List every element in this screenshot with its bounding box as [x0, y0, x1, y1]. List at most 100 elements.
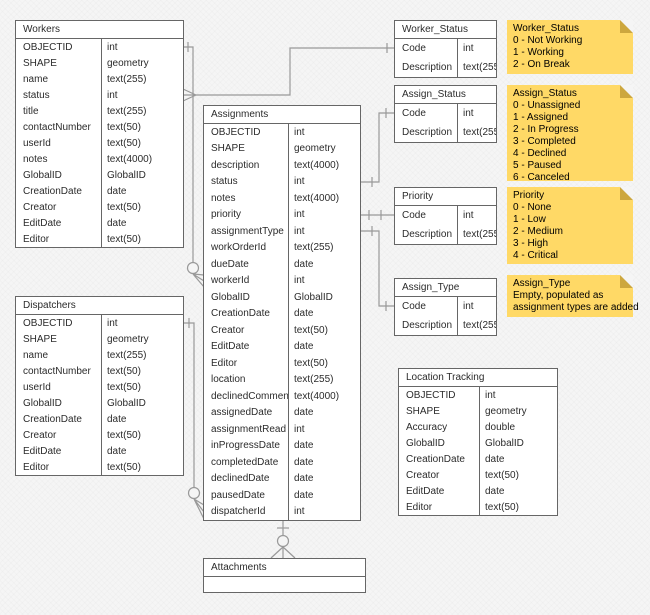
table-title: Assign_Status	[395, 86, 496, 104]
field-name: status	[23, 89, 50, 101]
field-type: int	[288, 124, 360, 141]
field-type: text(255)	[457, 225, 496, 244]
field-name: pausedDate	[211, 489, 265, 501]
field-name: Editor	[211, 357, 238, 369]
field-name: EditDate	[406, 485, 445, 497]
table-title: Dispatchers	[16, 297, 183, 315]
field-row: title text(255)	[16, 103, 183, 119]
field-name: SHAPE	[23, 333, 57, 345]
field-row: location text(255)	[204, 371, 360, 388]
field-type: text(4000)	[288, 157, 360, 174]
field-type: text(50)	[101, 459, 183, 475]
field-name: GlobalID	[23, 397, 62, 409]
table-title: Priority	[395, 188, 496, 206]
field-name: declinedDate	[211, 473, 270, 485]
field-name: location	[211, 374, 246, 386]
field-type: date	[288, 470, 360, 487]
field-name: status	[211, 176, 238, 188]
note-line: 0 - None	[513, 202, 552, 213]
note-line: 3 - Completed	[513, 136, 576, 147]
note-line: 3 - High	[513, 238, 549, 249]
entity-table-attachments: Attachments	[203, 558, 366, 593]
field-name: name	[23, 73, 49, 85]
field-name: Code	[402, 108, 426, 119]
field-name: GlobalID	[23, 169, 62, 181]
connector-assignments-status-to-assign-status	[360, 108, 394, 187]
connector-dispatchers-to-assignments-dispatcherid	[182, 318, 205, 520]
field-name: GlobalID	[211, 291, 250, 303]
field-type: int	[288, 206, 360, 223]
field-type: date	[288, 454, 360, 471]
field-row: GlobalID GlobalID	[204, 289, 360, 306]
connector-assignments-priority-to-priority	[360, 210, 394, 220]
field-name: title	[23, 105, 39, 117]
field-name: Description	[402, 62, 453, 73]
table-title: Worker_Status	[395, 21, 496, 39]
note-line: 1 - Assigned	[513, 112, 569, 123]
field-type: text(255)	[288, 371, 360, 388]
field-name: OBJECTID	[406, 389, 456, 401]
field-type: geometry	[479, 403, 557, 419]
field-name: Code	[402, 301, 426, 312]
field-type: text(50)	[479, 467, 557, 483]
field-type: date	[101, 411, 183, 427]
field-type: text(255)	[288, 239, 360, 256]
field-type: int	[288, 223, 360, 240]
field-type: int	[101, 315, 183, 331]
connector-assignments-to-attachments	[270, 521, 296, 559]
field-type: date	[101, 215, 183, 231]
note-line: assignment types are added	[513, 302, 639, 313]
field-row: Description text(255)	[395, 225, 496, 244]
field-type: int	[457, 104, 496, 123]
field-type: text(50)	[288, 355, 360, 372]
field-type: text(50)	[479, 499, 557, 515]
field-name: dueDate	[211, 258, 249, 270]
field-name: notes	[23, 153, 48, 165]
field-type: int	[479, 387, 557, 403]
field-type: text(255)	[101, 347, 183, 363]
field-name: Editor	[406, 501, 433, 513]
field-name: OBJECTID	[211, 126, 261, 138]
field-name: dispatcherId	[211, 506, 266, 518]
note-title: Assign_Type	[513, 278, 571, 289]
note-line: 4 - Declined	[513, 148, 567, 159]
field-type: GlobalID	[101, 167, 183, 183]
field-type: text(4000)	[288, 388, 360, 405]
field-type: GlobalID	[288, 289, 360, 306]
note-title: Priority	[513, 190, 545, 201]
field-row: GlobalID GlobalID	[16, 167, 183, 183]
field-type: text(255)	[101, 103, 183, 119]
field-type: date	[101, 183, 183, 199]
field-name: Description	[402, 229, 453, 240]
field-name: SHAPE	[211, 143, 245, 155]
field-type: int	[101, 39, 183, 55]
field-name: CreationDate	[406, 453, 465, 465]
table-title: Assignments	[204, 106, 360, 124]
